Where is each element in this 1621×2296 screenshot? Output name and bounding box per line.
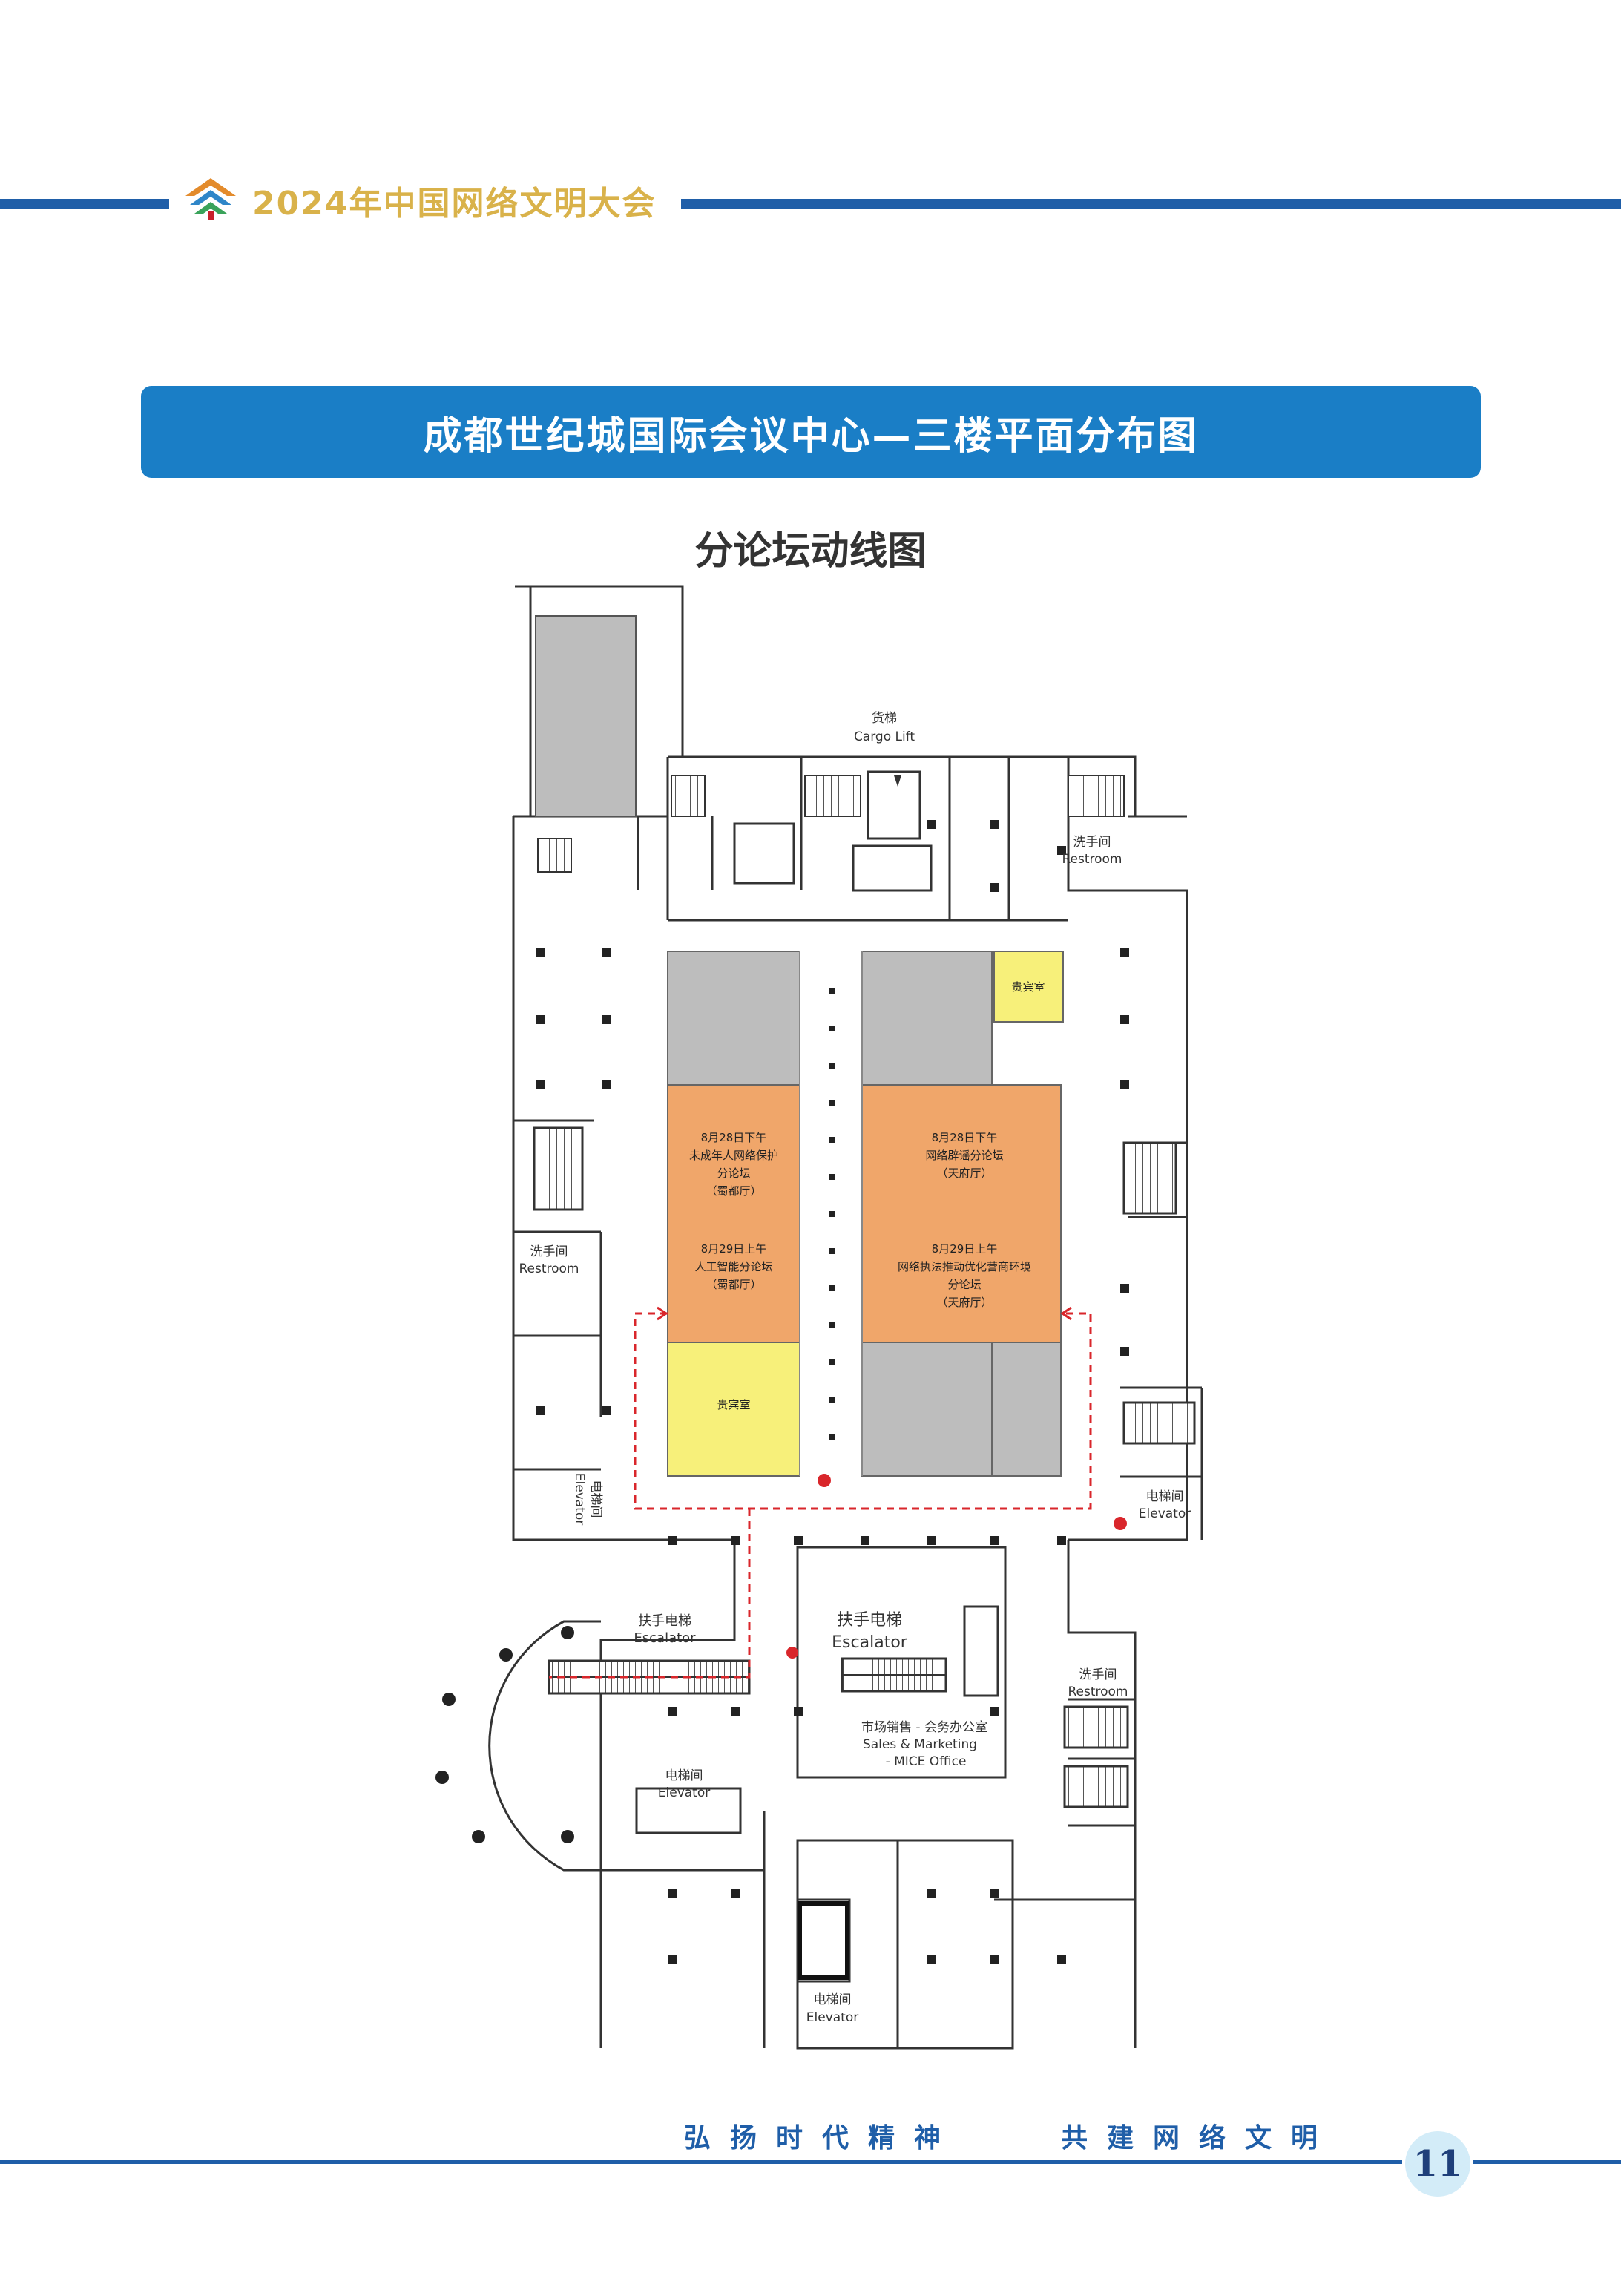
lobby-columns xyxy=(435,1626,574,1843)
conference-logo-icon xyxy=(181,174,240,221)
route-markers xyxy=(786,1474,1127,1659)
hall-right-s2-venue: （天府厅） xyxy=(936,1296,992,1309)
escalator-center-en: Escalator xyxy=(832,1633,908,1652)
title-banner: 成都世纪城国际会议中心—三楼平面分布图 xyxy=(141,386,1481,478)
elevator-left-zh: 电梯间 xyxy=(588,1480,603,1518)
elevator-bottom-zh: 电梯间 xyxy=(814,1992,852,2007)
structural-columns xyxy=(536,820,1129,1964)
walls xyxy=(488,585,1203,2050)
hall-right-lower-a xyxy=(861,1342,993,1477)
cargo-lift-zh: 货梯 xyxy=(872,711,897,726)
hall-right-lower-b xyxy=(991,1342,1062,1477)
slogan-right: 共建网络文明 xyxy=(1061,2122,1338,2154)
hall-left-s2-forum: 人工智能分论坛 xyxy=(694,1260,772,1273)
elevator-bottom-en: Elevator xyxy=(806,2010,858,2025)
office-en2: - MICE Office xyxy=(886,1754,967,1769)
restroom-left-en: Restroom xyxy=(519,1262,579,1276)
vip-room-bottom-label: 贵宾室 xyxy=(717,1398,750,1411)
cargo-lift-en: Cargo Lift xyxy=(854,729,915,744)
restroom-top-right-zh: 洗手间 xyxy=(1073,835,1111,850)
hall-left-s1-forum: 未成年人网络保护 xyxy=(689,1149,778,1162)
hall-left-upper xyxy=(667,951,800,1086)
vip-room-top xyxy=(993,951,1064,1023)
elevator-left-en: Elevator xyxy=(572,1473,587,1525)
map-subtitle: 分论坛动线图 xyxy=(694,529,927,574)
hall-left-s2-venue: （蜀都厅） xyxy=(706,1278,761,1291)
escalator-left-zh: 扶手电梯 xyxy=(638,1613,691,1629)
page-number: 11 xyxy=(1405,2131,1470,2197)
restroom-left-zh: 洗手间 xyxy=(530,1244,568,1259)
vip-room-bottom xyxy=(667,1342,800,1477)
office-zh: 市场销售 - 会务办公室 xyxy=(861,1720,987,1735)
corridor-posts xyxy=(829,988,835,1440)
footer-rule-right xyxy=(1473,2160,1621,2164)
route-arrows xyxy=(657,1306,1072,1321)
elevator-right-en: Elevator xyxy=(1139,1506,1191,1521)
hall-right-s1-date: 8月28日下午 xyxy=(932,1131,998,1144)
elevator-lower-left-en: Elevator xyxy=(658,1785,710,1800)
hall-left-s2-date: 8月29日上午 xyxy=(701,1242,767,1256)
banner-title: 成都世纪城国际会议中心—三楼平面分布图 xyxy=(423,413,1199,459)
footer-rule-left xyxy=(0,2160,1402,2164)
hall-left-s1-type: 分论坛 xyxy=(717,1167,750,1180)
hall-right-s2-type: 分论坛 xyxy=(947,1278,981,1291)
header-rule-right xyxy=(681,199,1621,209)
escalator-center-zh: 扶手电梯 xyxy=(837,1611,902,1630)
elevator-right-zh: 电梯间 xyxy=(1146,1489,1184,1504)
hall-right-s2-date: 8月29日上午 xyxy=(932,1242,998,1256)
restroom-top-right-en: Restroom xyxy=(1062,852,1122,867)
slogan-left: 弘扬时代精神 xyxy=(684,2122,961,2154)
hall-right-upper xyxy=(861,951,993,1086)
vip-room-top-label: 贵宾室 xyxy=(1011,980,1045,994)
hall-right-s1-venue: （天府厅） xyxy=(936,1167,992,1180)
hall-right-s1-forum: 网络辟谣分论坛 xyxy=(925,1149,1003,1162)
header-title: 2024年中国网络文明大会 xyxy=(252,185,657,223)
hall-left-s1-venue: （蜀都厅） xyxy=(706,1184,761,1198)
elevator-lower-left-zh: 电梯间 xyxy=(665,1768,703,1783)
route-line xyxy=(549,1312,1092,1679)
hall-right-s2-forum: 网络执法推动优化营商环境 xyxy=(898,1260,1031,1273)
north-tower-room xyxy=(535,615,637,817)
escalator-left-en: Escalator xyxy=(634,1630,696,1646)
forum-hall-left xyxy=(667,1084,800,1343)
restroom-lower-right-en: Restroom xyxy=(1068,1685,1128,1699)
office-en1: Sales & Marketing xyxy=(863,1737,977,1752)
hall-left-s1-date: 8月28日下午 xyxy=(701,1131,767,1144)
restroom-lower-right-zh: 洗手间 xyxy=(1079,1667,1117,1682)
header-rule-left xyxy=(0,199,169,209)
